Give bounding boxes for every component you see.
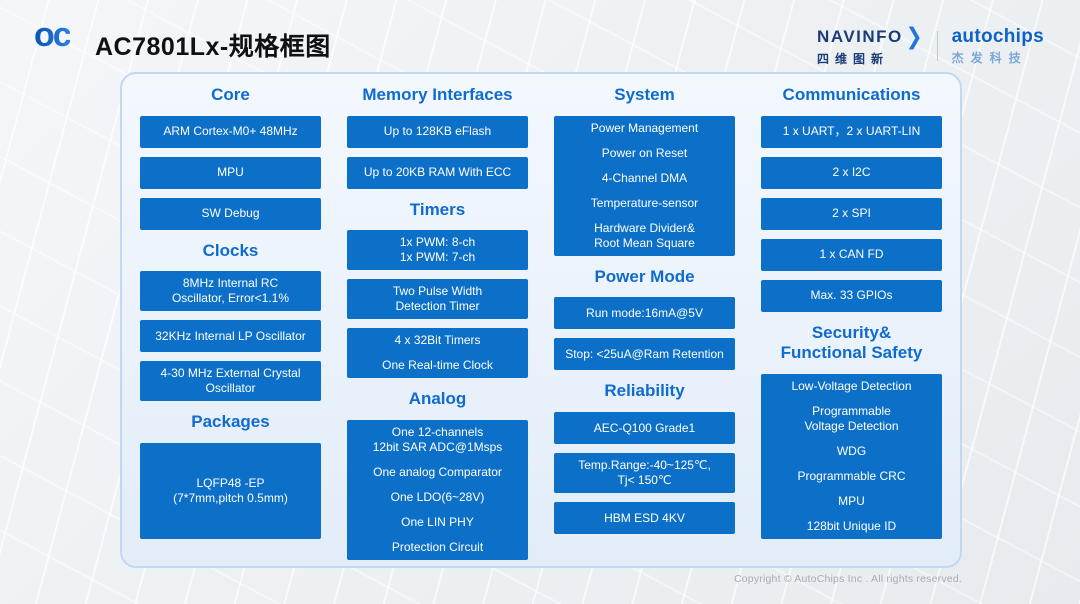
navinfo-logo: NAVINFO ❯ 四维图新 — [817, 24, 923, 67]
spec-box: SW Debug — [140, 197, 321, 230]
spec-box: 2 x I2C — [761, 156, 942, 189]
column-memory-timers-analog: Memory Interfaces Up to 128KB eFlash Up to… — [347, 82, 528, 569]
section-title: Clocks — [202, 240, 259, 260]
spec-box: 1 x UART，2 x UART-LIN — [761, 115, 942, 148]
section-title: Power Mode — [594, 266, 695, 286]
spec-box: 1 x CAN FD — [761, 238, 942, 271]
column-communications-security: Communications 1 x UART，2 x UART-LIN 2 x I… — [761, 82, 942, 569]
section-title: Communications — [782, 85, 921, 104]
section-title: Timers — [409, 199, 466, 219]
section-title: Analog — [408, 389, 467, 409]
brand-logos: NAVINFO ❯ 四维图新 autochips 杰发科技 — [817, 24, 1044, 67]
spec-box: MPU — [140, 156, 321, 189]
spec-box: Max. 33 GPIOs — [761, 279, 942, 312]
section-title: Core — [211, 85, 250, 104]
section-title: Memory Interfaces — [362, 85, 513, 104]
spec-box: 32KHz Internal LP Oscillator — [140, 320, 321, 353]
section-title: Security&Functional Safety — [780, 322, 923, 363]
spec-box: Temp.Range:-40~125℃,Tj< 150℃ — [554, 453, 735, 494]
navinfo-wordmark: NAVINFO — [817, 26, 903, 46]
section-title: Packages — [191, 412, 270, 432]
spec-box: ARM Cortex-M0+ 48MHz — [140, 115, 321, 148]
autochips-logo: autochips 杰发科技 — [952, 26, 1044, 66]
autochips-chinese-name: 杰发科技 — [951, 50, 1028, 65]
spec-box: LQFP48 -EP(7*7mm,pitch 0.5mm) — [140, 443, 321, 540]
autochips-oc-logo: oc — [34, 16, 72, 54]
section-title: Reliability — [604, 381, 685, 401]
spec-box: Run mode:16mA@5V — [554, 297, 735, 330]
section: Communications 1 x UART，2 x UART-LIN 2 x I… — [761, 85, 942, 312]
page-title: AC7801Lx-规格框图 — [95, 33, 331, 61]
spec-box: 2 x SPI — [761, 197, 942, 230]
spec-box: Up to 20KB RAM With ECC — [347, 156, 528, 189]
spec-box: HBM ESD 4KV — [554, 502, 735, 535]
section: Memory Interfaces Up to 128KB eFlash Up to… — [347, 85, 528, 189]
spec-box: AEC-Q100 Grade1 — [554, 412, 735, 445]
section-title: System — [614, 85, 675, 104]
autochips-wordmark: autochips — [951, 25, 1044, 47]
spec-box: Up to 128KB eFlash — [347, 115, 528, 148]
copyright-text: Copyright © AutoChips Inc . All rights r… — [733, 573, 962, 585]
navinfo-chinese-name: 四维图新 — [817, 52, 890, 66]
spec-box: Stop: <25uA@Ram Retention — [554, 338, 735, 371]
navinfo-arrow-icon: ❯ — [905, 24, 923, 50]
brand-divider — [936, 30, 938, 61]
